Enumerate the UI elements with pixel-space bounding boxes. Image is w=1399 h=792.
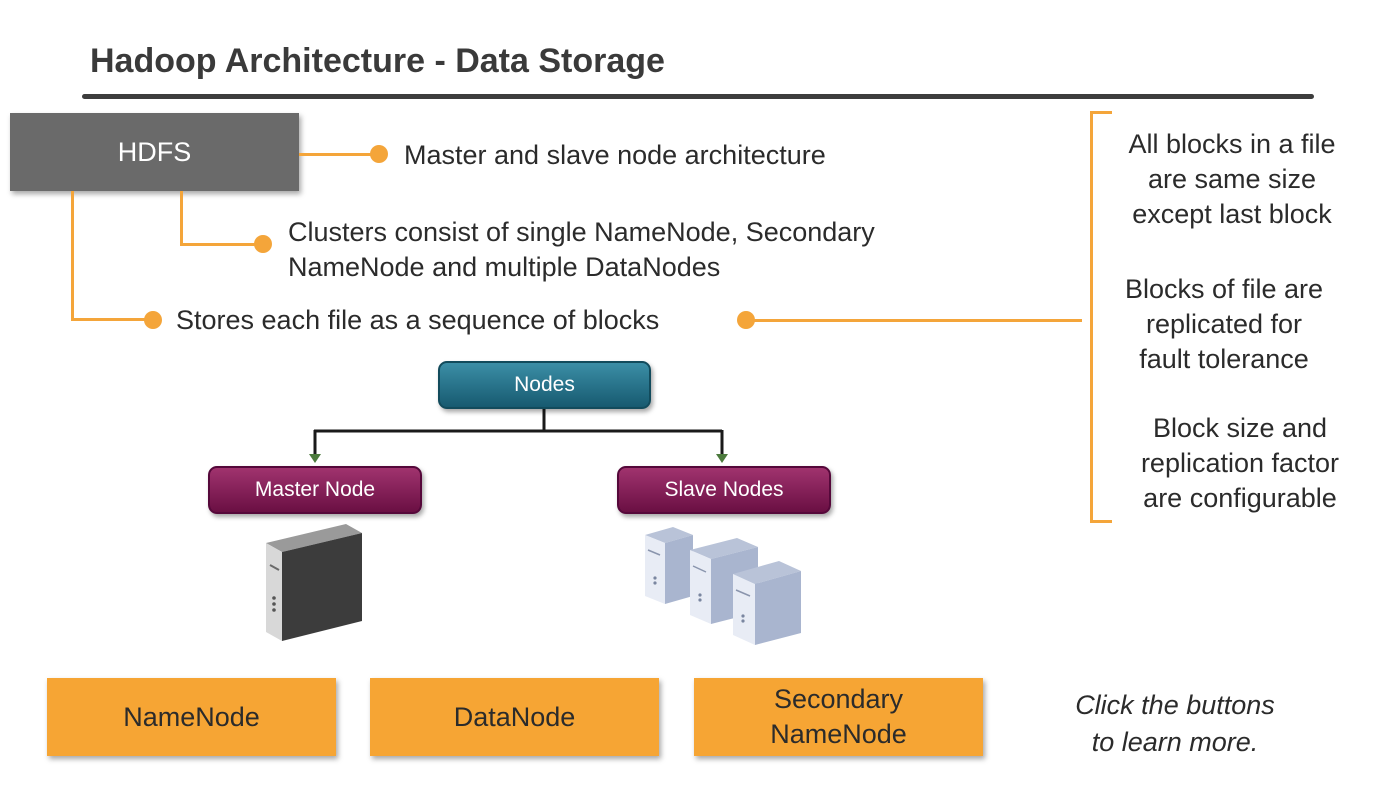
bullet-dot-stores bbox=[144, 311, 162, 329]
connector-master-slave bbox=[299, 153, 377, 156]
namenode-button[interactable]: NameNode bbox=[47, 678, 336, 756]
bullet-stores: Stores each file as a sequence of blocks bbox=[176, 305, 660, 335]
master-node-label: Master Node bbox=[254, 478, 376, 501]
tree-lines bbox=[313, 409, 724, 456]
connector-stores-vertical bbox=[71, 191, 74, 321]
nodes-box: Nodes bbox=[438, 361, 651, 409]
side-note-line: fault tolerance bbox=[1139, 344, 1309, 374]
side-note-line: replication factor bbox=[1140, 448, 1340, 478]
side-note-line: Block size and bbox=[1152, 413, 1328, 443]
bullet-dot-master-slave bbox=[370, 145, 388, 163]
secondary-namenode-label-line1: Secondary bbox=[773, 684, 904, 714]
side-note-line: except last block bbox=[1132, 199, 1332, 229]
hdfs-label: HDFS bbox=[117, 136, 192, 167]
side-note-line: Blocks of file are bbox=[1124, 274, 1324, 304]
side-note-configurable: Block size and replication factor are co… bbox=[1108, 411, 1372, 516]
click-hint-line2: to learn more. bbox=[1091, 727, 1259, 757]
side-note-line: are configurable bbox=[1143, 483, 1337, 513]
slave-nodes-label: Slave Nodes bbox=[664, 478, 784, 501]
arrow-head-left-icon bbox=[309, 454, 321, 463]
side-note-line: replicated for bbox=[1145, 309, 1303, 339]
bullet-dot-stores-right bbox=[737, 311, 755, 329]
slave-server-icon-1 bbox=[645, 527, 693, 604]
arrow-head-right-icon bbox=[716, 454, 728, 463]
bullet-dot-clusters bbox=[254, 235, 272, 253]
namenode-button-label: NameNode bbox=[123, 701, 260, 732]
side-note-line: All blocks in a file bbox=[1128, 129, 1336, 159]
connector-stores-horizontal bbox=[71, 318, 153, 321]
hdfs-box: HDFS bbox=[10, 113, 299, 191]
slave-server-icon-3 bbox=[733, 561, 801, 645]
connector-clusters-horizontal bbox=[180, 243, 262, 246]
click-hint-line1: Click the buttons bbox=[1075, 690, 1275, 720]
side-note-line: are same size bbox=[1147, 164, 1317, 194]
secondary-namenode-label-line2: NameNode bbox=[770, 719, 907, 749]
bullet-master-slave: Master and slave node architecture bbox=[404, 140, 826, 170]
datanode-button-label: DataNode bbox=[453, 701, 576, 732]
click-hint: Click the buttons to learn more. bbox=[1030, 687, 1320, 761]
bullet-clusters-line1: Clusters consist of single NameNode, Sec… bbox=[288, 217, 875, 247]
title-divider bbox=[82, 94, 1314, 99]
nodes-label: Nodes bbox=[514, 373, 575, 396]
secondary-namenode-button[interactable]: Secondary NameNode bbox=[694, 678, 983, 756]
bullet-clusters-line2: NameNode and multiple DataNodes bbox=[288, 252, 721, 282]
master-node-box: Master Node bbox=[208, 466, 422, 514]
connector-clusters-vertical bbox=[180, 191, 183, 246]
side-note-block-size: All blocks in a file are same size excep… bbox=[1100, 127, 1364, 232]
slave-nodes-box: Slave Nodes bbox=[617, 466, 831, 514]
connector-stores-to-notes bbox=[750, 319, 1082, 322]
master-server-icon bbox=[266, 524, 362, 641]
notes-bracket bbox=[1090, 111, 1112, 523]
datanode-button[interactable]: DataNode bbox=[370, 678, 659, 756]
side-note-replication: Blocks of file are replicated for fault … bbox=[1092, 272, 1356, 377]
page-title: Hadoop Architecture - Data Storage bbox=[90, 42, 665, 80]
